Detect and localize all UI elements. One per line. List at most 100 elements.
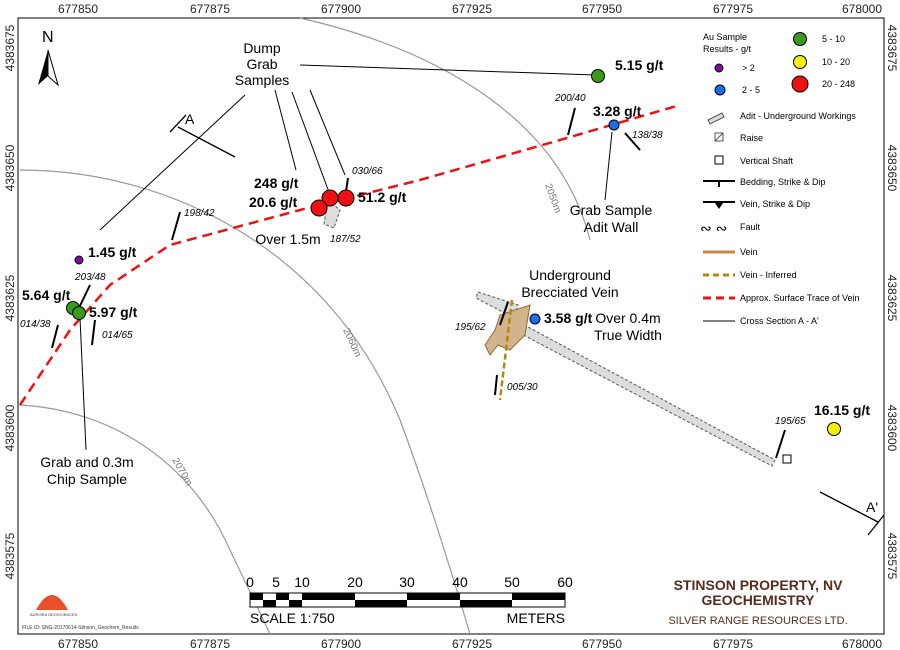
svg-text:Raise: Raise <box>740 133 763 143</box>
svg-text:Grab: Grab <box>246 56 277 72</box>
sample-value: 5.64 g/t <box>22 287 71 303</box>
svg-text:677975: 677975 <box>713 637 753 650</box>
svg-text:5 - 10: 5 - 10 <box>822 34 845 44</box>
sample-value: 20.6 g/t <box>249 194 298 210</box>
svg-text:Cross Section A - A': Cross Section A - A' <box>740 316 819 326</box>
svg-text:40: 40 <box>452 574 468 590</box>
svg-text:Adit - Underground Workings: Adit - Underground Workings <box>740 111 856 121</box>
svg-text:Vein, Strike & Dip: Vein, Strike & Dip <box>740 199 810 209</box>
dip-label: 014/38 <box>20 319 51 330</box>
svg-text:N: N <box>42 29 54 46</box>
contour-lines <box>19 17 591 635</box>
dip-label: 014/65 <box>102 330 133 341</box>
svg-text:677850: 677850 <box>58 2 98 16</box>
svg-text:Grab Sample: Grab Sample <box>570 202 653 218</box>
sample-point <box>72 306 86 320</box>
sample-value: 1.45 g/t <box>88 244 137 260</box>
svg-text:Dump: Dump <box>243 40 281 56</box>
svg-text:4383650: 4383650 <box>3 144 17 191</box>
sample-point <box>827 422 841 436</box>
sample-point <box>529 313 541 325</box>
svg-text:0: 0 <box>246 574 254 590</box>
svg-text:50: 50 <box>504 574 520 590</box>
svg-text:677850: 677850 <box>58 637 98 650</box>
sample-value: 51.2 g/t <box>358 189 407 205</box>
sample-value: 5.15 g/t <box>615 57 664 73</box>
svg-text:STINSON PROPERTY, NV: STINSON PROPERTY, NV <box>674 577 843 593</box>
dip-label: 187/52 <box>330 234 361 245</box>
cross-section-line <box>169 114 885 536</box>
sample-value: 3.58 g/t <box>544 310 593 326</box>
svg-text:Fault: Fault <box>740 222 761 232</box>
svg-text:4383675: 4383675 <box>3 24 17 71</box>
svg-text:Grab and 0.3m: Grab and 0.3m <box>40 454 133 470</box>
dip-label: 203/48 <box>74 272 106 283</box>
svg-text:Au Sample: Au Sample <box>703 32 747 42</box>
legend: Au Sample Results - g/t > 2 2 - 5 5 - 10… <box>700 32 860 326</box>
svg-text:4383625: 4383625 <box>885 275 899 322</box>
svg-text:4383575: 4383575 <box>3 532 17 579</box>
svg-text:Vertical Shaft: Vertical Shaft <box>740 156 794 166</box>
sample-point <box>310 199 328 217</box>
dip-label: 200/40 <box>554 93 586 104</box>
dip-label: 005/30 <box>507 382 538 393</box>
surface-trace-of-vein <box>18 103 681 406</box>
svg-text:> 2: > 2 <box>742 63 755 73</box>
scale-bar: 0 5 10 20 30 40 50 60 SCALE 1:750 METERS <box>246 574 573 626</box>
sample-point <box>74 255 84 265</box>
svg-text:60: 60 <box>557 574 573 590</box>
svg-text:Vein: Vein <box>740 247 758 257</box>
vein-inferred <box>498 299 514 401</box>
sample-value: 5.97 g/t <box>89 304 138 320</box>
file-id: FILE ID: SNG-20170614-Stinson_Geochem_Re… <box>22 625 139 631</box>
svg-text:677875: 677875 <box>190 2 230 16</box>
svg-text:678000: 678000 <box>842 637 882 650</box>
strike-dip-symbols <box>51 107 786 459</box>
sample-value: 248 g/t <box>254 175 299 191</box>
dip-label: 195/62 <box>455 322 486 333</box>
svg-text:True Width: True Width <box>594 327 662 343</box>
svg-text:30: 30 <box>399 574 415 590</box>
svg-text:677925: 677925 <box>452 2 492 16</box>
sample-point <box>337 189 355 207</box>
svg-text:10: 10 <box>294 574 310 590</box>
svg-text:SCALE 1:750: SCALE 1:750 <box>250 610 335 626</box>
svg-text:10 - 20: 10 - 20 <box>822 57 850 67</box>
map-frame <box>17 17 885 635</box>
svg-text:4383675: 4383675 <box>885 25 899 72</box>
dip-label: 195/65 <box>775 416 806 427</box>
svg-text:Brecciated Vein: Brecciated Vein <box>521 284 618 300</box>
logo: AURORA GEOSCIENCES <box>30 595 78 617</box>
svg-text:4383600: 4383600 <box>885 405 899 452</box>
x-coordinates-bottom: 677850 677875 677900 677925 677950 67797… <box>58 637 882 650</box>
svg-text:677975: 677975 <box>713 2 753 16</box>
svg-text:677875: 677875 <box>190 637 230 650</box>
svg-text:2 - 5: 2 - 5 <box>742 85 760 95</box>
x-coordinates-top: 677850 677875 677900 677925 677950 67797… <box>58 2 882 16</box>
svg-text:677950: 677950 <box>582 2 622 16</box>
title-block: STINSON PROPERTY, NV GEOCHEMISTRY SILVER… <box>668 577 847 627</box>
section-label-a: A <box>185 111 195 127</box>
svg-text:Adit Wall: Adit Wall <box>584 219 639 235</box>
dip-label: 198/42 <box>184 208 215 219</box>
svg-text:Approx. Surface Trace of Vein: Approx. Surface Trace of Vein <box>740 293 860 303</box>
leader-lines <box>79 64 613 451</box>
svg-text:4383575: 4383575 <box>885 533 899 580</box>
svg-text:GEOCHEMISTRY: GEOCHEMISTRY <box>701 592 815 608</box>
dip-label: 138/38 <box>632 130 663 141</box>
y-coordinates-right: 4383675 4383650 4383625 4383600 4383575 <box>885 25 899 580</box>
svg-text:Results - g/t: Results - g/t <box>703 44 752 54</box>
svg-text:678000: 678000 <box>842 2 882 16</box>
svg-text:4383600: 4383600 <box>3 404 17 451</box>
svg-text:5: 5 <box>272 574 280 590</box>
y-coordinates-left: 4383675 4383650 4383625 4383600 4383575 <box>3 24 17 579</box>
sample-points <box>66 69 841 436</box>
annotations: Dump Grab Samples Grab and 0.3m Chip Sam… <box>40 40 662 487</box>
svg-text:METERS: METERS <box>507 610 565 626</box>
svg-text:Samples: Samples <box>235 72 289 88</box>
sample-value: 3.28 g/t <box>593 103 642 119</box>
sample-point <box>608 119 620 131</box>
svg-text:677950: 677950 <box>582 637 622 650</box>
north-arrow-icon: N <box>38 29 59 87</box>
